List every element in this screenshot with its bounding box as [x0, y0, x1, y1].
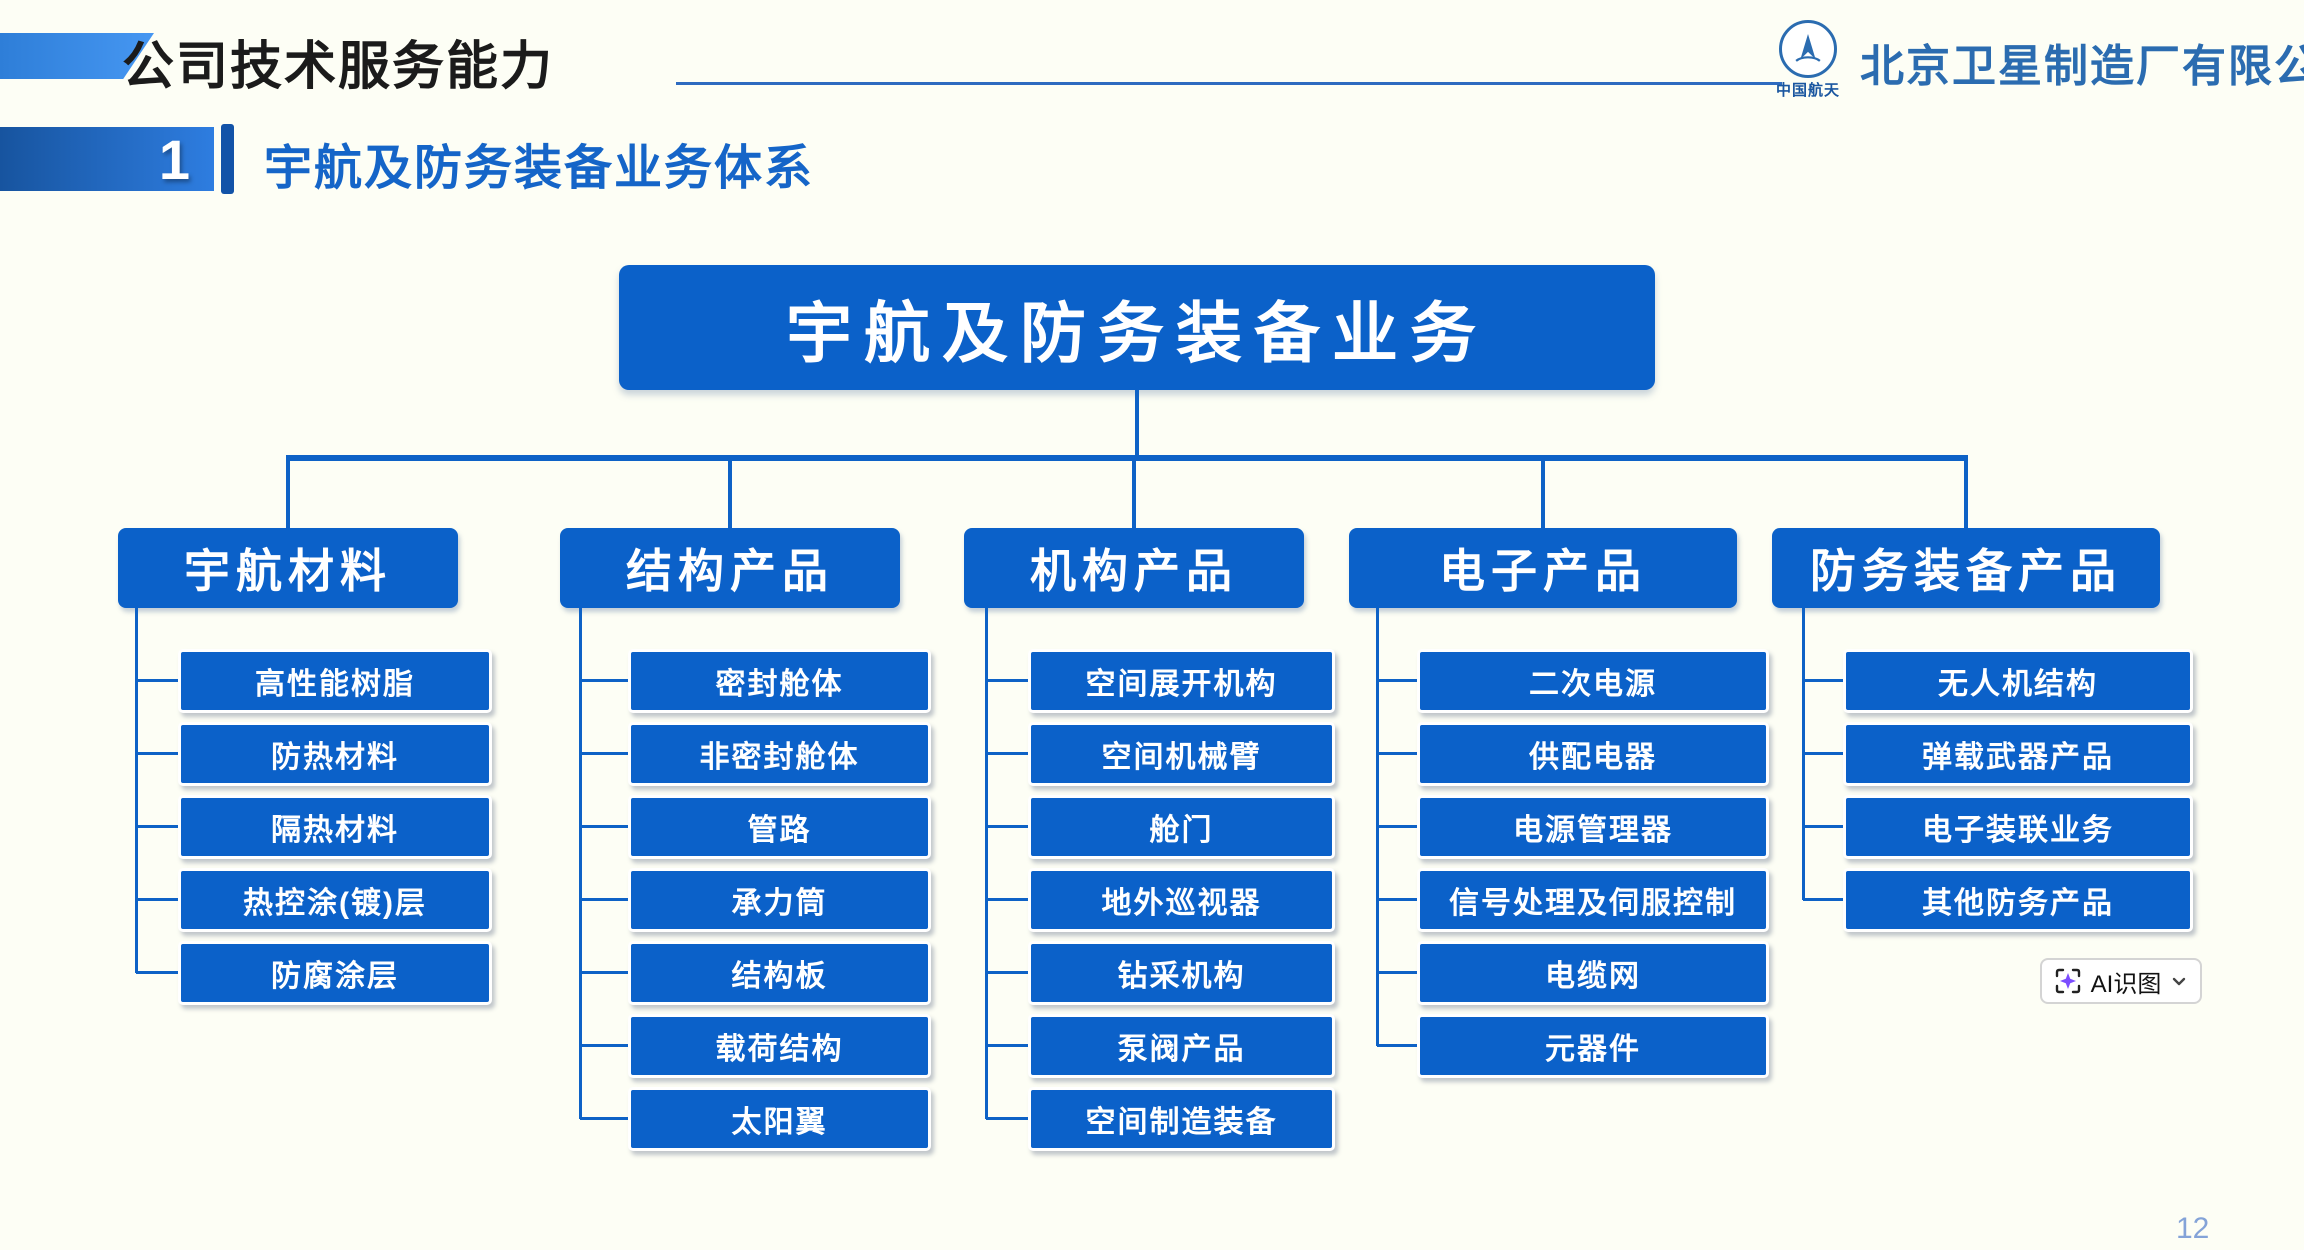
- connector-stub: [1377, 1044, 1417, 1047]
- leaf-node: 钻采机构: [1028, 941, 1335, 1005]
- page-title: 公司技术服务能力: [122, 38, 555, 96]
- connector-stub: [986, 1117, 1028, 1120]
- connector-stub: [1803, 898, 1843, 901]
- connector-stub: [1803, 752, 1843, 755]
- connector-stub: [1803, 825, 1843, 828]
- header-decoration-shape: [0, 33, 154, 79]
- leaf-node: 载荷结构: [628, 1014, 931, 1078]
- connector-stub: [1377, 898, 1417, 901]
- ai-scan-icon: [2054, 967, 2082, 995]
- page-number: 12: [2176, 1212, 2210, 1245]
- leaf-node: 弹载武器产品: [1843, 722, 2193, 786]
- connector-col1-spine: [135, 608, 138, 973]
- leaf-node: 高性能树脂: [178, 649, 492, 713]
- leaf-node: 元器件: [1417, 1014, 1769, 1078]
- org-root-node: 宇航及防务装备业务: [619, 265, 1655, 390]
- leaf-node: 舱门: [1028, 795, 1335, 859]
- leaf-node: 太阳翼: [628, 1087, 931, 1151]
- ai-button-label: AI识图: [2090, 970, 2162, 998]
- connector-bus: [286, 455, 1968, 461]
- section-title: 宇航及防务装备业务体系: [264, 142, 815, 195]
- leaf-node: 非密封舱体: [628, 722, 931, 786]
- section-accent-bar: [221, 124, 234, 194]
- connector-stub: [580, 1117, 628, 1120]
- leaf-node: 防腐涂层: [178, 941, 492, 1005]
- connector-stub: [986, 898, 1028, 901]
- connector-col2-spine: [579, 608, 582, 1119]
- connector-stub: [580, 825, 628, 828]
- connector-drop-3: [1132, 455, 1136, 528]
- connector-stub: [136, 898, 178, 901]
- connector-stub: [1377, 752, 1417, 755]
- connector-stub: [136, 825, 178, 828]
- column-mechanism-products: 空间展开机构 空间机械臂 舱门 地外巡视器 钻采机构 泵阀产品 空间制造装备: [986, 649, 1335, 1160]
- connector-drop-2: [728, 455, 732, 528]
- category-node-aerospace-materials: 宇航材料: [118, 528, 458, 608]
- connector-stub: [580, 1044, 628, 1047]
- connector-stub: [986, 825, 1028, 828]
- casc-logo-icon: [1779, 20, 1837, 78]
- connector-stub: [986, 1044, 1028, 1047]
- leaf-node: 二次电源: [1417, 649, 1769, 713]
- leaf-node: 无人机结构: [1843, 649, 2193, 713]
- connector-drop-1: [286, 455, 290, 528]
- leaf-node: 空间展开机构: [1028, 649, 1335, 713]
- column-aerospace-materials: 高性能树脂 防热材料 隔热材料 热控涂(镀)层 防腐涂层: [136, 649, 492, 1014]
- connector-stub: [580, 898, 628, 901]
- connector-stub: [136, 752, 178, 755]
- leaf-node: 供配电器: [1417, 722, 1769, 786]
- connector-root-stem: [1135, 390, 1139, 456]
- leaf-node: 其他防务产品: [1843, 868, 2193, 932]
- column-defense-equipment: 无人机结构 弹载武器产品 电子装联业务 其他防务产品: [1803, 649, 2193, 941]
- connector-stub: [580, 752, 628, 755]
- connector-stub: [580, 679, 628, 682]
- connector-stub: [580, 971, 628, 974]
- connector-stub: [986, 679, 1028, 682]
- column-structural-products: 密封舱体 非密封舱体 管路 承力筒 结构板 载荷结构 太阳翼: [580, 649, 931, 1160]
- leaf-node: 结构板: [628, 941, 931, 1005]
- leaf-node: 电缆网: [1417, 941, 1769, 1005]
- leaf-node: 泵阀产品: [1028, 1014, 1335, 1078]
- connector-stub: [136, 679, 178, 682]
- leaf-node: 密封舱体: [628, 649, 931, 713]
- leaf-node: 空间制造装备: [1028, 1087, 1335, 1151]
- leaf-node: 地外巡视器: [1028, 868, 1335, 932]
- leaf-node: 管路: [628, 795, 931, 859]
- column-electronic-products: 二次电源 供配电器 电源管理器 信号处理及伺服控制 电缆网 元器件: [1377, 649, 1769, 1087]
- leaf-node: 隔热材料: [178, 795, 492, 859]
- chevron-down-icon[interactable]: [2170, 972, 2188, 990]
- leaf-node: 热控涂(镀)层: [178, 868, 492, 932]
- connector-drop-5: [1964, 455, 1968, 528]
- connector-stub: [1377, 825, 1417, 828]
- connector-stub: [136, 971, 178, 974]
- category-node-electronic-products: 电子产品: [1349, 528, 1737, 608]
- header-divider-line: [676, 82, 1782, 85]
- category-node-structural-products: 结构产品: [560, 528, 900, 608]
- connector-stub: [986, 752, 1028, 755]
- connector-stub: [1377, 679, 1417, 682]
- ai-recognize-button[interactable]: AI识图: [2040, 958, 2202, 1004]
- category-node-mechanism-products: 机构产品: [964, 528, 1304, 608]
- section-number-badge: 1: [0, 127, 214, 191]
- connector-stub: [1377, 971, 1417, 974]
- category-node-defense-equipment: 防务装备产品: [1772, 528, 2160, 608]
- connector-col3-spine: [985, 608, 988, 1119]
- company-logo: 中国航天: [1772, 20, 1844, 100]
- leaf-node: 信号处理及伺服控制: [1417, 868, 1769, 932]
- leaf-node: 防热材料: [178, 722, 492, 786]
- connector-stub: [986, 971, 1028, 974]
- leaf-node: 承力筒: [628, 868, 931, 932]
- company-name: 北京卫星制造厂有限公司: [1860, 42, 2304, 91]
- leaf-node: 空间机械臂: [1028, 722, 1335, 786]
- connector-drop-4: [1541, 455, 1545, 528]
- logo-caption: 中国航天: [1775, 82, 1840, 99]
- leaf-node: 电源管理器: [1417, 795, 1769, 859]
- leaf-node: 电子装联业务: [1843, 795, 2193, 859]
- connector-stub: [1803, 679, 1843, 682]
